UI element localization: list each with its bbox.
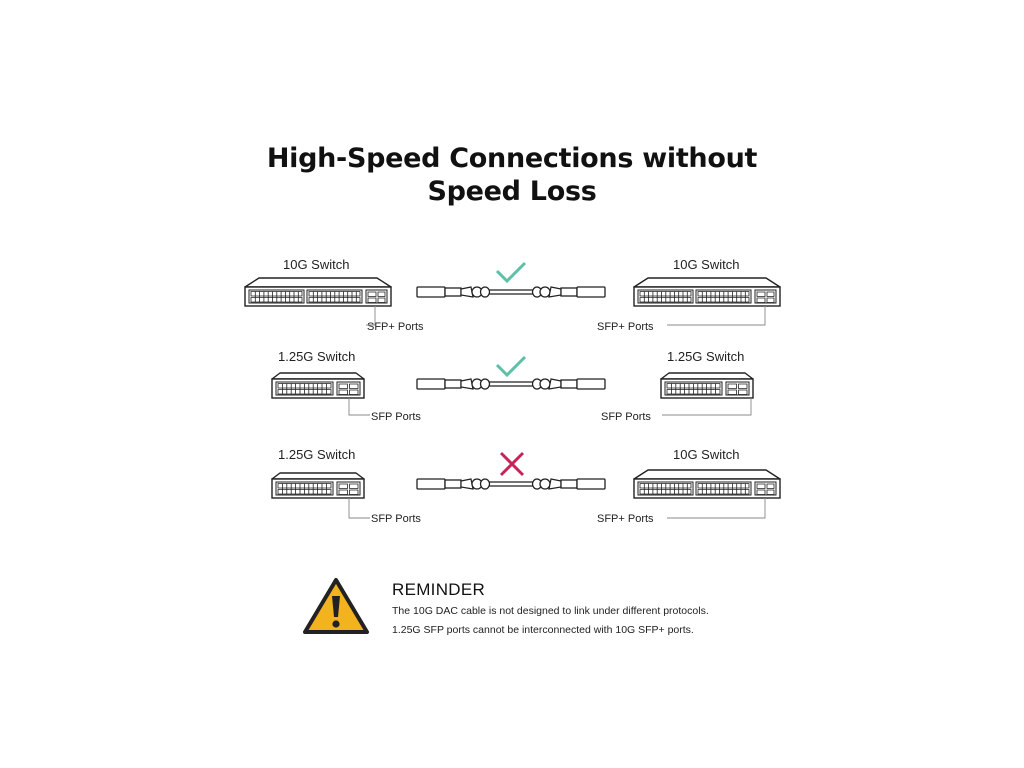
row3-right-port-label: SFP+ Ports bbox=[597, 513, 654, 525]
row3-left-switch bbox=[271, 472, 365, 499]
row2-left-port-label: SFP Ports bbox=[371, 411, 421, 423]
row3-left-port-leader bbox=[348, 498, 370, 519]
row3-right-switch bbox=[633, 469, 781, 499]
row1-right-port-label: SFP+ Ports bbox=[597, 321, 654, 333]
row1-left-port-label: SFP+ Ports bbox=[367, 321, 424, 333]
row3-dac-cable bbox=[416, 478, 606, 490]
row2-right-switch-label: 1.25G Switch bbox=[667, 349, 745, 364]
reminder-line1: The 10G DAC cable is not designed to lin… bbox=[392, 605, 709, 617]
page-title-line2: Speed Loss bbox=[427, 176, 597, 207]
row3-left-switch-label: 1.25G Switch bbox=[278, 447, 356, 462]
row1-check-icon bbox=[495, 261, 527, 284]
row2-right-port-leader bbox=[662, 398, 752, 416]
row1-left-switch-label: 10G Switch bbox=[283, 257, 350, 272]
row2-right-switch bbox=[660, 372, 754, 399]
row2-left-port-leader bbox=[348, 398, 370, 416]
row2-dac-cable bbox=[416, 378, 606, 390]
row1-right-switch bbox=[633, 277, 781, 307]
row1-left-port-leader bbox=[366, 306, 376, 326]
page-title-line1: High-Speed Connections without bbox=[266, 143, 758, 174]
row3-right-port-leader bbox=[667, 498, 766, 519]
row3-cross-icon bbox=[499, 451, 525, 477]
row1-left-switch bbox=[244, 277, 392, 307]
row2-left-switch bbox=[271, 372, 365, 399]
warning-icon bbox=[303, 578, 369, 634]
row3-left-port-label: SFP Ports bbox=[371, 513, 421, 525]
page-title: High-Speed Connections without Speed Los… bbox=[0, 142, 1024, 208]
row1-dac-cable bbox=[416, 286, 606, 298]
row1-right-port-leader bbox=[667, 306, 766, 326]
reminder-line2: 1.25G SFP ports cannot be interconnected… bbox=[392, 624, 694, 636]
row2-left-switch-label: 1.25G Switch bbox=[278, 349, 356, 364]
row3-right-switch-label: 10G Switch bbox=[673, 447, 740, 462]
row1-right-switch-label: 10G Switch bbox=[673, 257, 740, 272]
row2-right-port-label: SFP Ports bbox=[601, 411, 651, 423]
row2-check-icon bbox=[495, 355, 527, 378]
reminder-title: REMINDER bbox=[392, 580, 486, 599]
